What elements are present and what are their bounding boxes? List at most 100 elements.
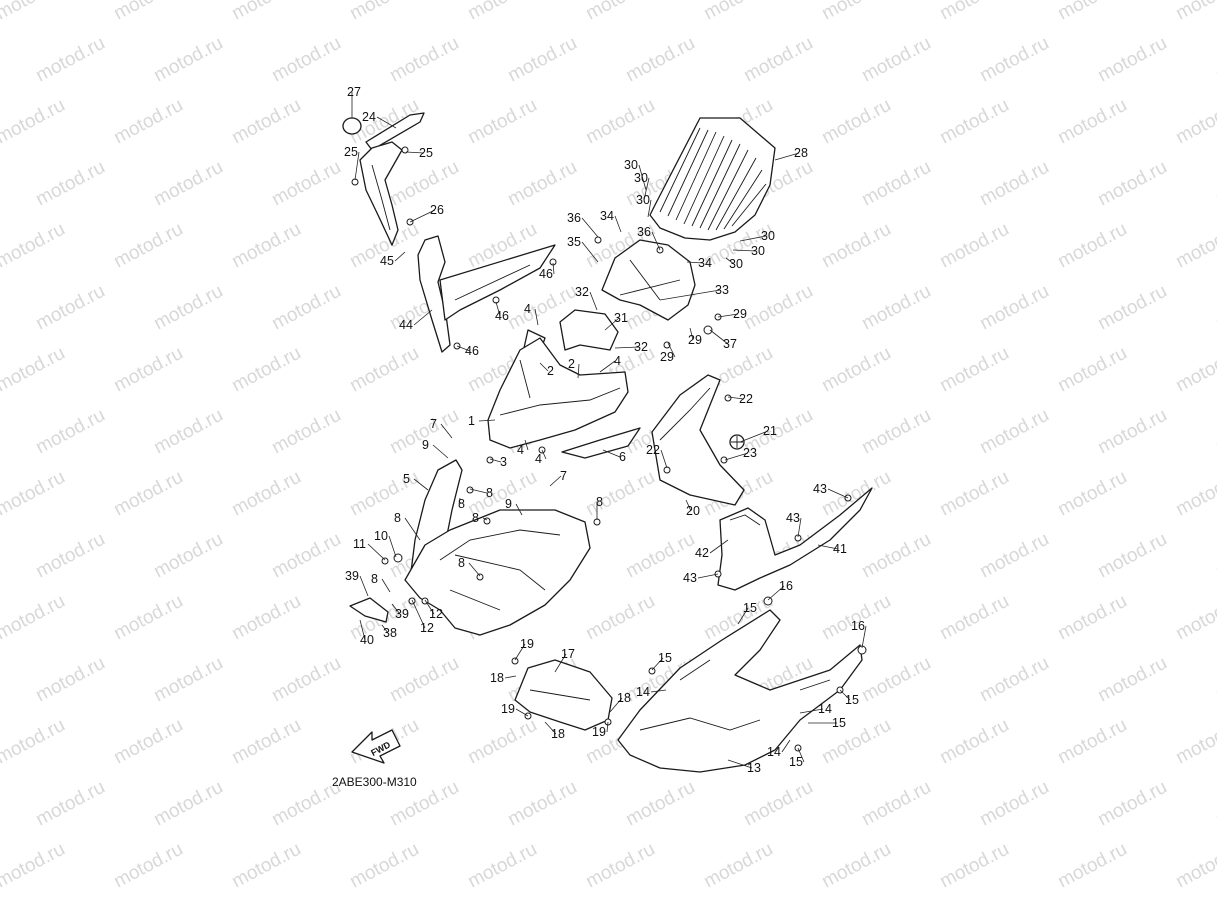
callout-number-30: 30 [636, 193, 650, 207]
callout-leader [589, 291, 598, 311]
watermark-text: motod.ru [818, 95, 894, 149]
callout-number-11: 11 [353, 537, 366, 551]
callout-number-36: 36 [637, 225, 651, 239]
watermark-text: motod.ru [346, 343, 422, 397]
callout-number-37: 37 [723, 337, 737, 351]
watermark-text: motod.ru [32, 33, 108, 87]
watermark-text: motod.ru [582, 0, 658, 24]
watermark-text: motod.ru [1212, 157, 1217, 211]
callout-leader [482, 517, 488, 521]
watermark-text: motod.ru [1054, 715, 1130, 769]
callout-number-42: 42 [695, 546, 709, 560]
bolt [476, 573, 484, 581]
watermark-text: motod.ru [936, 839, 1012, 893]
callout-leader [774, 152, 800, 161]
watermark-text: motod.ru [268, 281, 344, 335]
callout-number-44: 44 [399, 318, 413, 332]
callout-leader [817, 544, 839, 550]
callout-leader [544, 721, 557, 735]
bolt [724, 394, 732, 402]
watermark-text: motod.ru [976, 653, 1052, 707]
callout-number-4: 4 [524, 302, 531, 316]
watermark-text: motod.ru [1212, 405, 1217, 459]
callout-number-16: 16 [779, 579, 793, 593]
watermark-text: motod.ru [1054, 95, 1130, 149]
watermark-text: motod.ru [1094, 157, 1170, 211]
watermark-text: motod.ru [0, 839, 69, 893]
watermark-text: motod.ru [32, 529, 108, 583]
callout-leader [404, 517, 421, 541]
callout-number-24: 24 [362, 110, 376, 124]
watermark-text: motod.ru [976, 157, 1052, 211]
callout-leader [514, 643, 526, 661]
callout-leader [354, 151, 360, 181]
fwd-arrow-icon: FWD [351, 729, 401, 764]
callout-number-30: 30 [624, 158, 638, 172]
watermark-text: motod.ru [268, 33, 344, 87]
callout-number-39: 39 [395, 607, 409, 621]
callout-leader [614, 215, 622, 233]
watermark-text: motod.ru [386, 33, 462, 87]
watermark-text: motod.ru [268, 405, 344, 459]
part-44-inner-panel [417, 235, 451, 353]
watermark-text: motod.ru [936, 715, 1012, 769]
callout-number-28: 28 [794, 146, 808, 160]
watermark-text: motod.ru [818, 839, 894, 893]
part-13-under-cowl [617, 609, 863, 773]
callout-number-2: 2 [568, 357, 575, 371]
callout-number-15: 15 [832, 716, 846, 730]
part-27-emblem [342, 117, 362, 135]
watermark-text: motod.ru [936, 467, 1012, 521]
callout-leader [732, 249, 757, 252]
watermark-text: motod.ru [1172, 839, 1217, 893]
callout-number-9: 9 [422, 438, 429, 452]
watermark-text: motod.ru [464, 0, 540, 24]
callout-leader [478, 419, 496, 422]
callout-leader [413, 478, 429, 491]
callout-leader [739, 430, 769, 443]
watermark-text: motod.ru [1172, 343, 1217, 397]
callout-leader [839, 689, 851, 701]
watermark-text: motod.ru [464, 839, 540, 893]
callout-number-8: 8 [458, 556, 465, 570]
callout-number-20: 20 [686, 504, 700, 518]
watermark-text: motod.ru [936, 0, 1012, 24]
watermark-text: motod.ru [1054, 0, 1130, 24]
callout-leader [727, 759, 753, 769]
watermark-text: motod.ru [818, 219, 894, 273]
watermark-text: motod.ru [386, 653, 462, 707]
callout-leader [659, 289, 721, 301]
callout-leader [549, 475, 562, 487]
bolt [408, 597, 416, 605]
callout-leader [717, 313, 739, 318]
callout-leader [469, 488, 488, 494]
callout-number-6: 6 [619, 450, 626, 464]
callout-number-43: 43 [683, 571, 697, 585]
watermark-text: motod.ru [228, 95, 304, 149]
callout-number-4: 4 [535, 452, 542, 466]
callout-leader [799, 708, 824, 714]
callout-leader [405, 151, 425, 154]
watermark-text: motod.ru [740, 777, 816, 831]
callout-number-43: 43 [813, 482, 827, 496]
watermark-text: motod.ru [1212, 777, 1217, 831]
callout-leader [458, 497, 461, 505]
callout-leader [359, 575, 369, 597]
callout-leader [394, 251, 406, 262]
callout-number-16: 16 [851, 619, 865, 633]
part-41-lower-side-panel [717, 487, 873, 591]
callout-leader [539, 362, 549, 372]
watermark-text: motod.ru [150, 405, 226, 459]
callout-leader [697, 573, 719, 579]
callout-number-9: 9 [505, 497, 512, 511]
watermark-text: motod.ru [0, 219, 69, 273]
watermark-text: motod.ru [0, 715, 69, 769]
bolt [511, 657, 519, 665]
watermark-text: motod.ru [858, 33, 934, 87]
callout-leader [861, 625, 867, 649]
callout-number-29: 29 [733, 307, 747, 321]
callout-number-25: 25 [419, 146, 433, 160]
watermark-text: motod.ru [346, 839, 422, 893]
callout-number-19: 19 [592, 725, 606, 739]
callout-number-12: 12 [420, 621, 434, 635]
